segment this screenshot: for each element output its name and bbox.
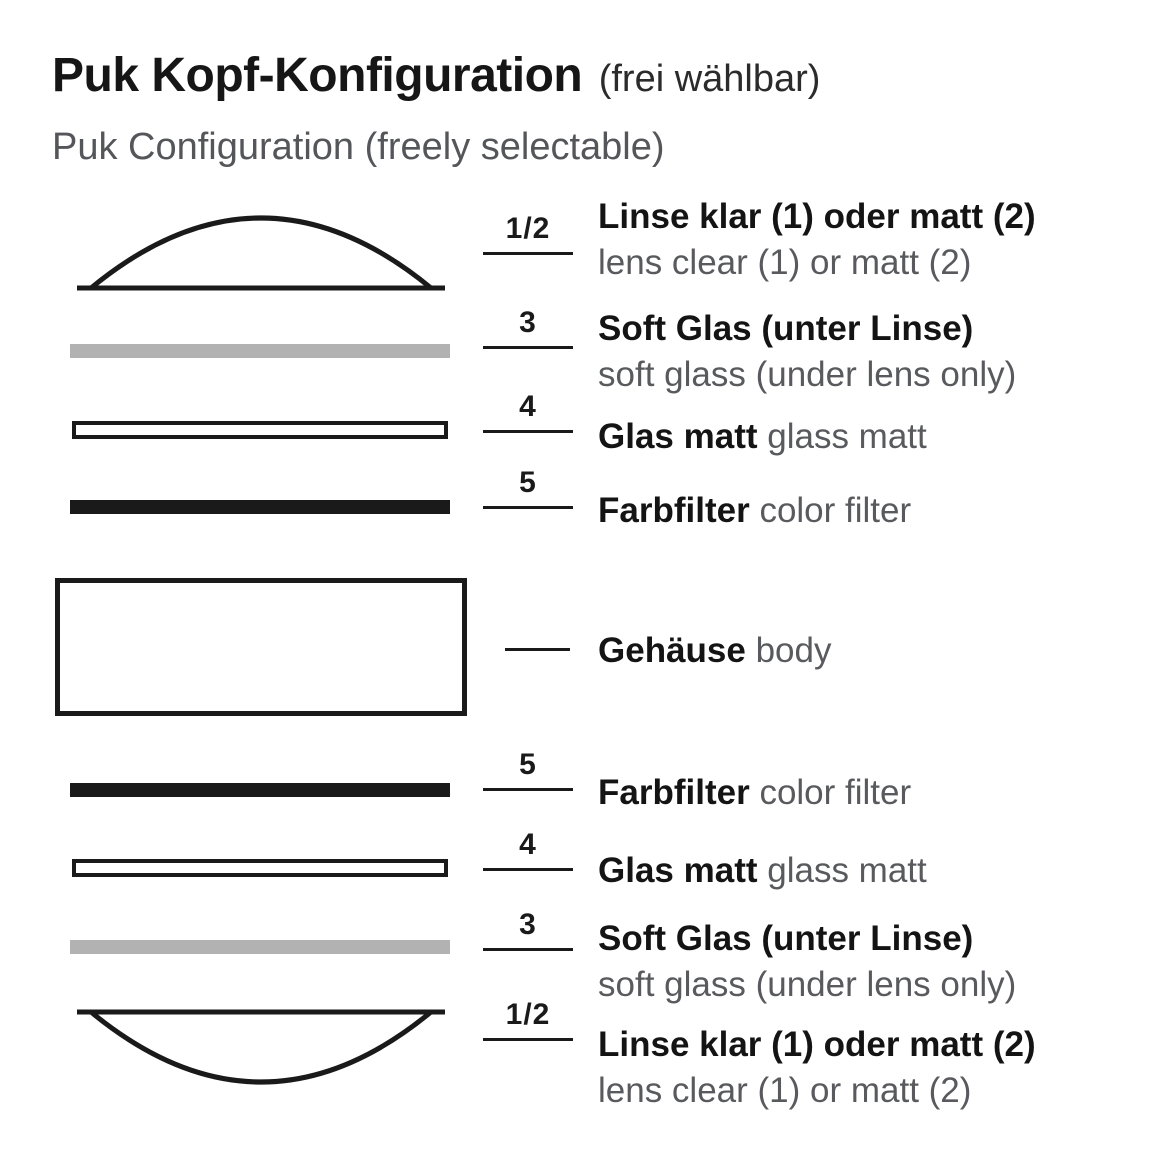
part-number: 3 (519, 306, 537, 339)
soft-glass-bottom-bar (70, 940, 450, 954)
label-german: Glas matt (598, 851, 758, 890)
color-filter-top-bar (70, 500, 450, 514)
label-english: lens clear (1) or matt (2) (598, 1071, 972, 1110)
label-soft-glass-bottom: Soft Glas (unter Linse) soft glass (unde… (598, 916, 1016, 1008)
label-german: Farbfilter (598, 773, 750, 812)
part-number: 5 (519, 748, 537, 781)
leader-soft-glass-bottom: 3 (483, 910, 573, 951)
leader-line (483, 430, 573, 433)
label-english: lens clear (1) or matt (2) (598, 243, 972, 282)
label-german: Soft Glas (unter Linse) (598, 919, 974, 958)
label-german: Farbfilter (598, 491, 750, 530)
part-number: 1/2 (505, 998, 551, 1031)
page-subtitle: Puk Configuration (freely selectable) (52, 126, 665, 168)
label-color-filter-top: Farbfilter color filter (598, 488, 911, 534)
label-lens-top: Linse klar (1) oder matt (2) lens clear … (598, 194, 1036, 286)
leader-line (483, 868, 573, 871)
leader-line (483, 948, 573, 951)
label-english: glass matt (767, 417, 927, 456)
label-german: Gehäuse (598, 631, 746, 670)
label-english: glass matt (767, 851, 927, 890)
label-glass-matt-bottom: Glas matt glass matt (598, 848, 927, 894)
leader-glass-matt-top: 4 (483, 392, 573, 433)
leader-color-filter-top: 5 (483, 468, 573, 509)
label-german: Glas matt (598, 417, 758, 456)
label-soft-glass-top: Soft Glas (unter Linse) soft glass (unde… (598, 306, 1016, 398)
part-number: 3 (519, 908, 537, 941)
leader-line (483, 506, 573, 509)
part-number: 1/2 (505, 212, 551, 245)
glass-matt-top-bar (72, 421, 448, 439)
label-english: color filter (759, 773, 912, 812)
label-english: soft glass (under lens only) (598, 355, 1017, 394)
leader-body (505, 648, 570, 651)
label-body: Gehäuse body (598, 628, 832, 674)
page-title: Puk Kopf-Konfiguration (frei wählbar) (52, 48, 820, 103)
label-german: Soft Glas (unter Linse) (598, 309, 974, 348)
leader-line (483, 346, 573, 349)
leader-lens-top: 1/2 (483, 214, 573, 255)
soft-glass-top-bar (70, 344, 450, 358)
part-number: 4 (519, 828, 537, 861)
lens-top-shape (75, 206, 447, 292)
title-german: Puk Kopf-Konfiguration (52, 49, 583, 102)
part-number: 4 (519, 390, 537, 423)
body-shape (55, 578, 467, 716)
color-filter-bottom-bar (70, 783, 450, 797)
label-glass-matt-top: Glas matt glass matt (598, 414, 927, 460)
leader-line (483, 788, 573, 791)
lens-bottom-shape (75, 1008, 447, 1094)
leader-line (483, 1038, 573, 1041)
label-english: color filter (759, 491, 912, 530)
leader-color-filter-bottom: 5 (483, 750, 573, 791)
label-color-filter-bottom: Farbfilter color filter (598, 770, 911, 816)
leader-soft-glass-top: 3 (483, 308, 573, 349)
title-note: (frei wählbar) (598, 58, 821, 100)
label-german: Linse klar (1) oder matt (2) (598, 1025, 1036, 1064)
glass-matt-bottom-bar (72, 859, 448, 877)
leader-line (483, 252, 573, 255)
leader-glass-matt-bottom: 4 (483, 830, 573, 871)
label-lens-bottom: Linse klar (1) oder matt (2) lens clear … (598, 1022, 1036, 1114)
part-number: 5 (519, 466, 537, 499)
label-english: soft glass (under lens only) (598, 965, 1017, 1004)
label-english: body (755, 631, 832, 670)
leader-lens-bottom: 1/2 (483, 1000, 573, 1041)
label-german: Linse klar (1) oder matt (2) (598, 197, 1036, 236)
